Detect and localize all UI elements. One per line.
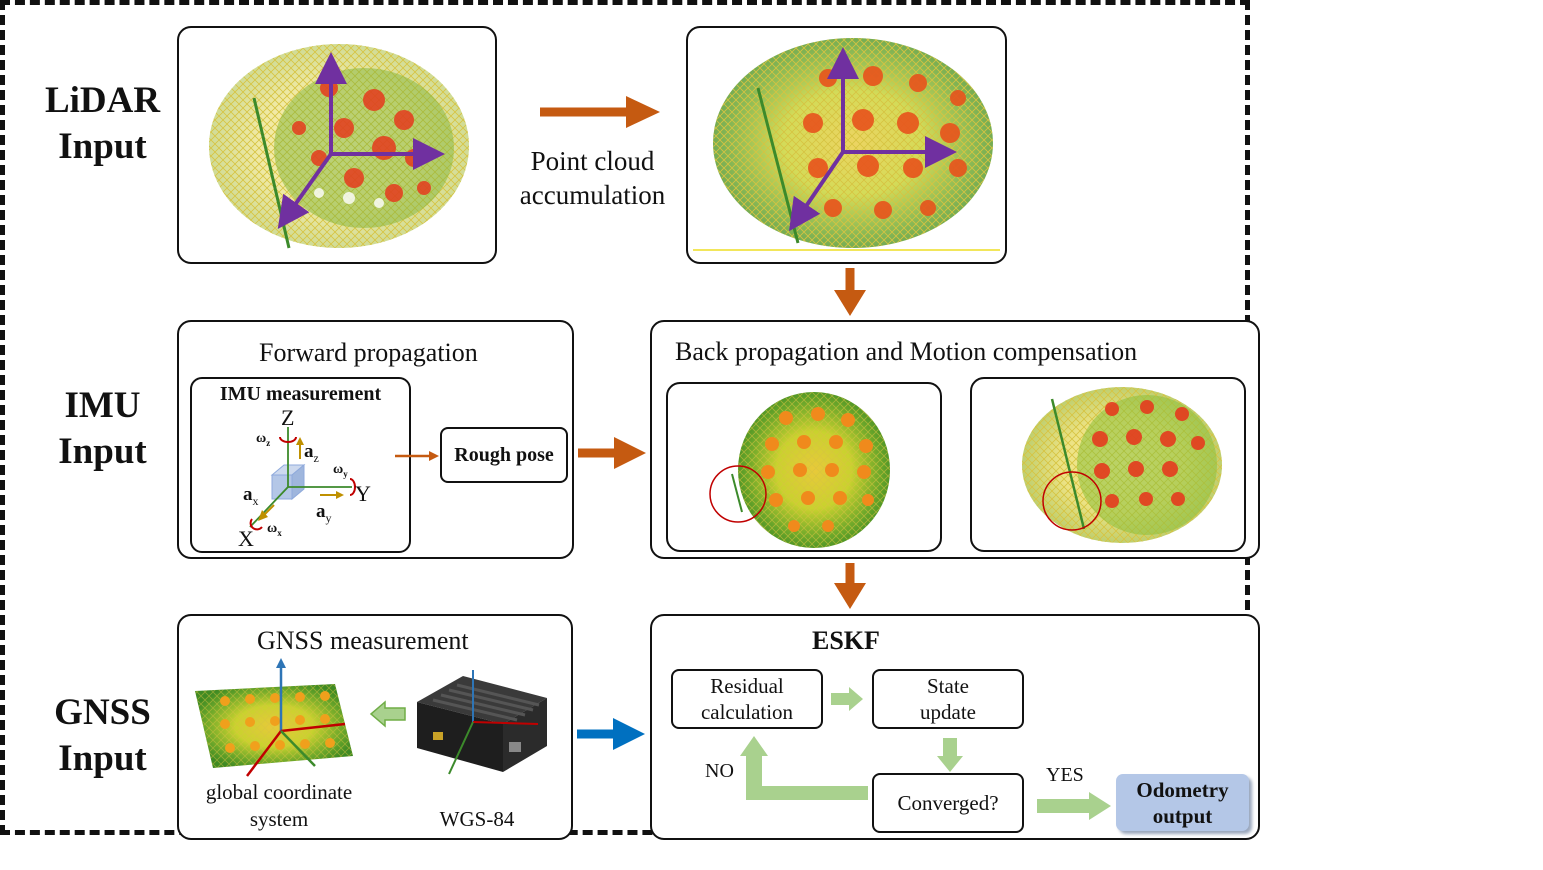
global-label-line1: global coordinate <box>205 780 353 804</box>
no-loop-arrow <box>740 736 868 800</box>
global-label-line2: system <box>249 807 309 831</box>
gnss-to-cloud-arrow <box>369 700 406 728</box>
state-update-box: State update <box>872 669 1024 729</box>
imu-input-label: IMU Input <box>35 383 170 475</box>
lidar-label-line2: Input <box>58 126 147 167</box>
gyro-x-label: ωx <box>267 521 282 538</box>
no-label: NO <box>705 760 734 782</box>
state-to-converged-arrow <box>937 738 963 772</box>
gnss-measurement-title: GNSS measurement <box>257 626 469 655</box>
imu-label-line2: Input <box>58 431 147 472</box>
eskf-title: ESKF <box>812 626 880 655</box>
imu-axes-diagram <box>249 427 356 531</box>
lidar-label-line1: LiDAR <box>44 80 161 121</box>
down-arrow-1 <box>834 268 866 316</box>
imu-measurement-box: IMU measurement Z Y X az ay ax <box>190 377 411 553</box>
yes-label: YES <box>1046 764 1084 786</box>
highlight-circle-1 <box>709 465 767 523</box>
accumulation-line1: Point cloud <box>530 146 655 176</box>
back-propagation-panel: Back propagation and Motion compensation <box>650 320 1260 559</box>
residual-line1: Residual <box>710 674 784 698</box>
accel-y-symbol: a <box>316 501 326 522</box>
accel-z-subscript: z <box>313 450 319 465</box>
accel-y-subscript: y <box>325 510 332 525</box>
wgs84-label: WGS-84 <box>439 807 515 831</box>
gnss-to-eskf-arrow <box>577 718 645 750</box>
z-axis-label: Z <box>281 405 295 430</box>
forward-propagation-panel: Forward propagation IMU measurement Z Y <box>177 320 574 559</box>
odometry-line2: output <box>1152 803 1213 828</box>
back-propagation-title: Back propagation and Motion compensation <box>675 337 1138 366</box>
accumulation-line2: accumulation <box>519 180 666 210</box>
distorted-cloud-image <box>709 392 890 548</box>
accel-z-symbol: a <box>304 441 314 462</box>
imu-label-line1: IMU <box>64 385 141 426</box>
gnss-receiver-device-image <box>417 670 547 775</box>
gyro-z-subscript: z <box>266 437 271 448</box>
imu-to-back-propagation-arrow <box>578 437 646 469</box>
gyro-x-symbol: ω <box>267 521 278 536</box>
highlight-circle-2 <box>1042 471 1102 531</box>
accumulation-arrow <box>540 96 660 128</box>
accel-x-subscript: x <box>252 493 259 508</box>
gnss-label-line1: GNSS <box>54 692 151 733</box>
gyro-z-symbol: ω <box>256 431 267 446</box>
yes-arrow <box>1037 792 1111 820</box>
accel-z-label: az <box>304 441 319 466</box>
gyro-y-subscript: y <box>343 468 348 479</box>
gyro-z-label: ωz <box>256 431 270 448</box>
gyro-y-symbol: ω <box>333 462 344 477</box>
rough-pose-box: Rough pose <box>440 427 568 483</box>
compensated-cloud-box <box>970 377 1246 552</box>
x-axis-label: X <box>238 526 254 551</box>
accumulation-label: Point cloud accumulation <box>500 144 685 212</box>
imu-measurement-title: IMU measurement <box>219 383 382 405</box>
global-coordinate-label: global coordinate system <box>191 779 367 833</box>
accumulated-point-cloud-image <box>693 38 1000 251</box>
accel-x-symbol: a <box>243 484 253 505</box>
residual-calculation-box: Residual calculation <box>671 669 823 729</box>
residual-to-state-arrow <box>831 687 863 711</box>
eskf-panel: ESKF Residual calculation State update C… <box>650 614 1260 840</box>
gnss-input-label: GNSS Input <box>35 690 170 782</box>
lidar-input-label: LiDAR Input <box>35 78 170 170</box>
forward-propagation-title: Forward propagation <box>259 338 478 367</box>
gyro-y-label: ωy <box>333 462 348 479</box>
state-update-line2: update <box>920 700 976 724</box>
down-arrow-2 <box>834 563 866 609</box>
accumulated-cloud-panel <box>686 26 1007 264</box>
global-frame-cloud-image <box>195 658 353 777</box>
imu-to-pose-arrow <box>395 451 439 461</box>
residual-line2: calculation <box>700 700 794 724</box>
odometry-output-box: Odometry output <box>1116 774 1249 831</box>
y-axis-label: Y <box>355 481 371 506</box>
gnss-measurement-panel: GNSS measurement global coordinate syste… <box>177 614 573 840</box>
gnss-label-line2: Input <box>58 738 147 779</box>
odometry-line1: Odometry <box>1136 777 1229 802</box>
raw-point-cloud-image <box>209 44 469 249</box>
accel-x-label: ax <box>243 484 259 509</box>
state-update-line1: State <box>927 674 969 698</box>
distorted-cloud-box <box>666 382 942 552</box>
accel-y-label: ay <box>316 501 332 526</box>
converged-decision-box: Converged? <box>872 773 1024 833</box>
compensated-cloud-image <box>1022 387 1222 543</box>
raw-lidar-scan-panel <box>177 26 497 264</box>
gyro-x-subscript: x <box>277 527 282 538</box>
